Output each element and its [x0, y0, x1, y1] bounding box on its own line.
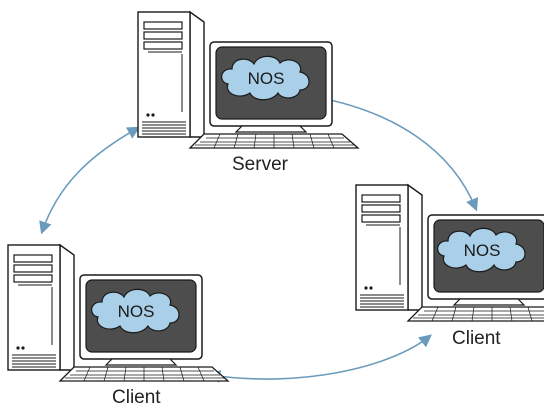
- cloud-icon: NOS: [90, 288, 180, 334]
- link-server-client-right: [313, 92, 479, 212]
- cloud-icon: NOS: [220, 55, 310, 101]
- client-left-label: Client: [112, 387, 161, 408]
- tower-icon: [355, 184, 423, 311]
- os-label: NOS: [118, 302, 155, 321]
- client-left-node: NOS: [7, 244, 229, 382]
- client-right-label: Client: [452, 328, 501, 349]
- cloud-icon: NOS: [436, 227, 526, 273]
- link-server-client-left: [39, 126, 141, 235]
- os-label: NOS: [464, 241, 501, 260]
- client-right-node: NOS: [355, 184, 544, 322]
- server-node: NOS: [137, 11, 359, 149]
- server-label: Server: [232, 154, 288, 175]
- link-client-left-client-right: [207, 334, 433, 383]
- tower-icon: [137, 11, 205, 138]
- tower-icon: [7, 244, 75, 371]
- os-label: NOS: [248, 69, 285, 88]
